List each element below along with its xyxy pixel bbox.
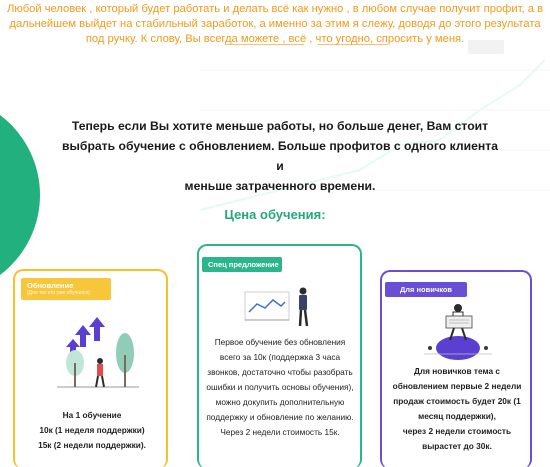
card-update-line-3: 15к (2 недели поддержки). xyxy=(38,440,146,450)
headline-line-2: выбрать обучение с обновлением. Больше п… xyxy=(62,139,498,173)
card-update-line-1: На 1 обучение xyxy=(62,410,122,420)
intro-line-1: Любой человек , который будет работать и… xyxy=(6,3,544,15)
headline: Теперь если Вы хотите меньше работы, но … xyxy=(60,116,500,196)
badge-sublabel: (Для тех кто уже обучался) xyxy=(27,290,90,296)
card-beginners-line-4: месяц поддержки), xyxy=(418,411,496,421)
growth-trees-illustration xyxy=(57,317,139,388)
headline-line-1: Теперь если Вы хотите меньше работы, но … xyxy=(71,119,489,133)
reading-person-illustration xyxy=(424,304,492,360)
pricing-card-update: Обновление (Для тех кто уже обучался) На… xyxy=(13,269,168,467)
card-beginners-line-2: обновлением первые 2 недели xyxy=(392,381,522,391)
card-special-text: Первое обучение без обновления всего за … xyxy=(206,337,354,437)
headline-line-3: меньше затраченного времени. xyxy=(184,179,376,193)
background-growth-chart xyxy=(200,40,550,211)
intro-line-2: дальнейшем выйдет на стабильный заработо… xyxy=(9,18,541,30)
pricing-card-special: Спец предложение Первое обучение без обн… xyxy=(197,244,362,467)
card-update-text: На 1 обучение 10к (1 неделя поддержки) 1… xyxy=(17,408,167,453)
card-badge-special: Спец предложение xyxy=(202,257,282,272)
card-beginners-line-5: через 2 недели стоимость xyxy=(402,426,512,436)
intro-line-3: под ручку. К слову, Вы всегда можете , в… xyxy=(85,33,465,45)
card-update-line-2: 10к (1 неделя поддержки) xyxy=(39,425,145,435)
green-decorative-circle xyxy=(0,95,40,295)
card-beginners-text: Для новичков тема с обновлением первые 2… xyxy=(384,364,530,454)
price-title: Цена обучения: xyxy=(224,207,326,222)
intro-text: Любой человек , который будет работать и… xyxy=(0,2,550,47)
card-beginners-line-1: Для новичков тема с xyxy=(413,366,501,376)
pricing-card-beginners: Для новичков Для новичков тема с обновле… xyxy=(380,270,532,467)
intro-underline-1 xyxy=(226,44,304,45)
badge-label: Обновление xyxy=(27,281,74,290)
chart-person-illustration xyxy=(244,287,309,327)
card-badge-beginners: Для новичков xyxy=(385,282,467,297)
card-badge-update: Обновление (Для тех кто уже обучался) xyxy=(21,278,111,300)
card-beginners-line-6: вырастет до 30к. xyxy=(422,441,492,451)
card-beginners-line-3: продаж стоимость будет 20к (1 xyxy=(393,396,521,406)
intro-underline-2 xyxy=(318,44,388,45)
